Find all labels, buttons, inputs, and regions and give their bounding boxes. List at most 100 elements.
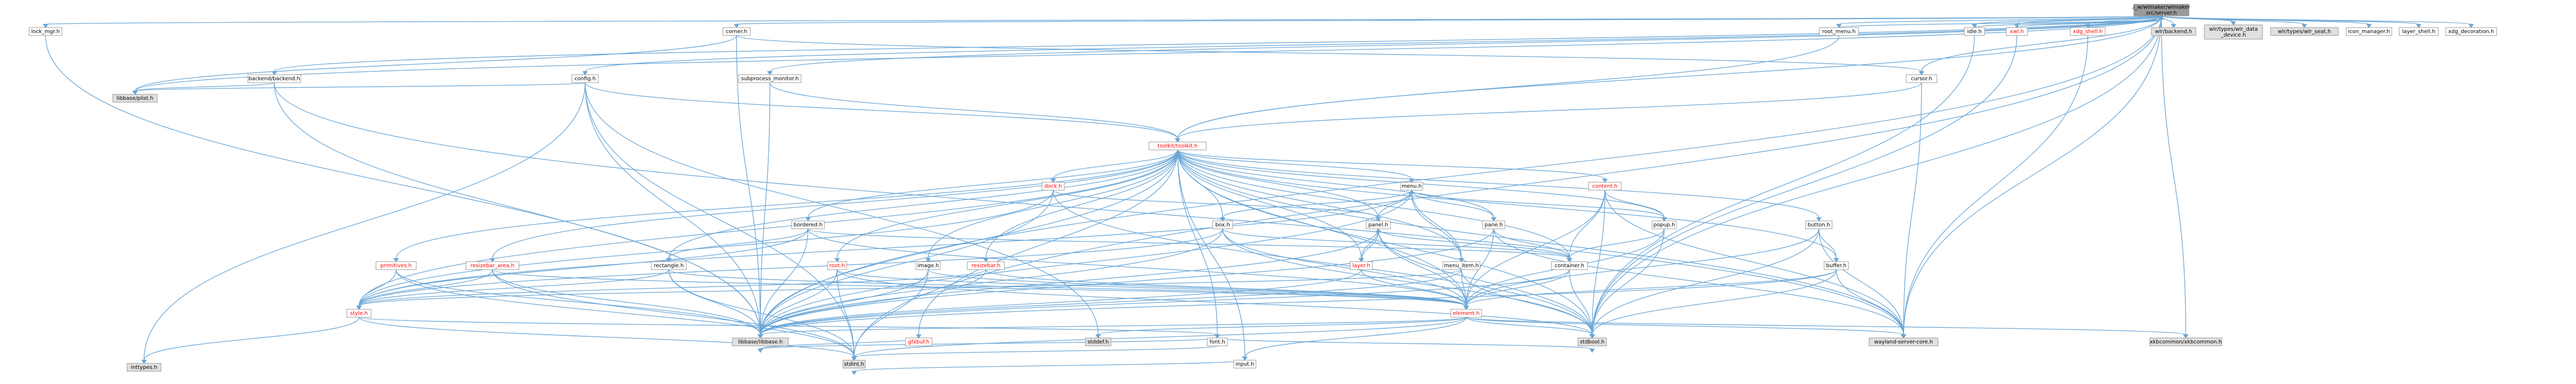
- node-menu[interactable]: menu.h: [1400, 182, 1423, 191]
- node-config[interactable]: config.h: [571, 74, 599, 83]
- node-box: [247, 74, 301, 83]
- edge-arrowhead: [1971, 24, 1978, 29]
- edge-rectangle-to-libbase: [668, 269, 764, 339]
- edges-layer: [42, 15, 2474, 376]
- node-label: bordered.h: [794, 222, 823, 228]
- node-pane[interactable]: pane.h: [1482, 220, 1505, 229]
- node-menu-item[interactable]: menu_item.h: [1442, 261, 1480, 270]
- node-label: image.h: [918, 263, 939, 269]
- edge-toolkit-to-image: [925, 149, 1178, 263]
- node-layer[interactable]: layer.h: [1350, 261, 1373, 270]
- node-cursor[interactable]: cursor.h: [1906, 74, 1937, 83]
- node-button[interactable]: button.h: [1805, 220, 1833, 229]
- node-xkbcommon[interactable]: xkbcommon/xkbcommon.h: [2149, 337, 2222, 346]
- node-label: input.h: [1235, 362, 1254, 368]
- node-corner[interactable]: corner.h: [722, 27, 751, 36]
- edge-arrowhead: [141, 360, 147, 364]
- node-xdg-shell[interactable]: xdg_shell.h: [2070, 27, 2106, 36]
- node-box[interactable]: box.h: [1212, 220, 1233, 229]
- edge-arrowhead: [2416, 24, 2422, 29]
- edge-arrowhead: [1375, 217, 1381, 222]
- edge-arrowhead: [1816, 217, 1822, 222]
- node-buffer[interactable]: buffer.h: [1824, 261, 1849, 270]
- node-wlr-seat[interactable]: wlr/types/wlr_seat.h: [2270, 27, 2339, 36]
- node-style[interactable]: style.h: [346, 309, 372, 318]
- node-label: menu.h: [1402, 184, 1422, 190]
- node-label: lock_mgr.h: [31, 29, 60, 35]
- edge-arrowhead: [915, 334, 922, 339]
- node-resizebar-area[interactable]: resizebar_area.h: [465, 261, 519, 270]
- node-xdg-decoration[interactable]: xdg_decoration.h: [2445, 27, 2497, 36]
- node-idle[interactable]: idle.h: [1964, 27, 1985, 36]
- node-popup[interactable]: popup.h: [1651, 220, 1677, 229]
- node-box: [1906, 74, 1937, 83]
- node-box: [1805, 220, 1833, 229]
- node-element[interactable]: element.h: [1450, 309, 1482, 318]
- node-subprocess[interactable]: subprocess_monitor.h: [738, 74, 802, 83]
- node-font[interactable]: font.h: [1207, 337, 1228, 346]
- edge-menu-to-panel: [1375, 190, 1412, 222]
- node-box: [1824, 261, 1849, 270]
- edge-arrowhead: [2085, 24, 2091, 29]
- node-lock-mgr[interactable]: lock_mgr.h: [29, 27, 62, 36]
- node-gfxbuf[interactable]: gfxbuf.h: [905, 337, 932, 346]
- node-box: [2346, 27, 2392, 36]
- edge-arrowhead: [983, 258, 989, 263]
- node-label: xdg_shell.h: [2073, 29, 2103, 35]
- node-box: [1450, 309, 1482, 318]
- edge-content-to-popup: [1604, 190, 1667, 222]
- node-label: panel.h: [1368, 222, 1388, 228]
- edge-arrowhead: [1174, 138, 1181, 143]
- node-input[interactable]: input.h: [1233, 360, 1256, 369]
- node-inttypes[interactable]: inttypes.h: [127, 363, 161, 372]
- edge-arrowhead: [1602, 178, 1608, 183]
- node-box: [1085, 337, 1111, 346]
- node-label: pane.h: [1485, 222, 1503, 228]
- node-label: idle.h: [1967, 29, 1982, 35]
- node-stddef[interactable]: stddef.h: [1085, 337, 1111, 346]
- node-container[interactable]: container.h: [1551, 261, 1588, 270]
- node-root[interactable]: root.h: [827, 261, 847, 270]
- node-dock[interactable]: dock.h: [1042, 182, 1065, 191]
- node-box: [127, 363, 161, 372]
- node-wlr-data-device[interactable]: wlr/types/wlr_data_device.h: [2204, 24, 2263, 40]
- edge-arrowhead: [2301, 24, 2308, 29]
- node-content[interactable]: content.h: [1588, 182, 1622, 191]
- node-panel[interactable]: panel.h: [1366, 220, 1391, 229]
- node-root-menu[interactable]: root_menu.h: [1819, 27, 1859, 36]
- node-label: menu_item.h: [1444, 263, 1479, 269]
- edge-server-to-stdbool: [1589, 15, 2162, 339]
- node-label: wlr/backend.h: [2155, 29, 2192, 35]
- edge-arrowhead: [1463, 306, 1469, 310]
- node-wayland-server-core[interactable]: wayland-server-core.h: [1869, 337, 1938, 346]
- edge-button-to-wayland_server_core: [1818, 228, 1907, 339]
- node-layer-shell[interactable]: layer_shell.h: [2399, 27, 2439, 36]
- node-xwl[interactable]: xwl.h: [2006, 27, 2028, 36]
- node-backend[interactable]: backend/backend.h: [247, 74, 301, 83]
- edge-arrowhead: [2230, 21, 2237, 26]
- node-label: inttypes.h: [131, 365, 157, 371]
- node-toolkit[interactable]: toolkit/toolkit.h: [1148, 141, 1207, 150]
- node-primitives[interactable]: primitives.h: [375, 261, 417, 270]
- node-wlr-backend[interactable]: wlr/backend.h: [2151, 27, 2196, 36]
- node-label: stdbool.h: [1580, 340, 1604, 345]
- node-box: [1366, 220, 1391, 229]
- node-rectangle[interactable]: rectangle.h: [651, 261, 687, 270]
- node-box: [1207, 337, 1228, 346]
- node-libbase[interactable]: libbase/libbase.h: [732, 337, 789, 346]
- edge-toolkit-to-button: [1177, 149, 1822, 222]
- edge-arrowhead: [2366, 24, 2372, 29]
- node-box: [571, 74, 599, 83]
- node-resizebar[interactable]: resizebar.h: [967, 261, 1005, 270]
- node-box: [1964, 27, 1985, 36]
- node-stdbool[interactable]: stdbool.h: [1577, 337, 1607, 346]
- node-icon-manager[interactable]: icon_manager.h: [2346, 27, 2392, 36]
- edge-server-to-subprocess: [767, 15, 2162, 76]
- edge-arrowhead: [1214, 334, 1220, 339]
- node-image[interactable]: image.h: [915, 261, 941, 270]
- node-stdint[interactable]: stdint.h: [842, 360, 866, 369]
- node-bordered[interactable]: bordered.h: [791, 220, 825, 229]
- node-box: [1482, 220, 1505, 229]
- node-plist[interactable]: libbase/plist.h: [112, 94, 158, 103]
